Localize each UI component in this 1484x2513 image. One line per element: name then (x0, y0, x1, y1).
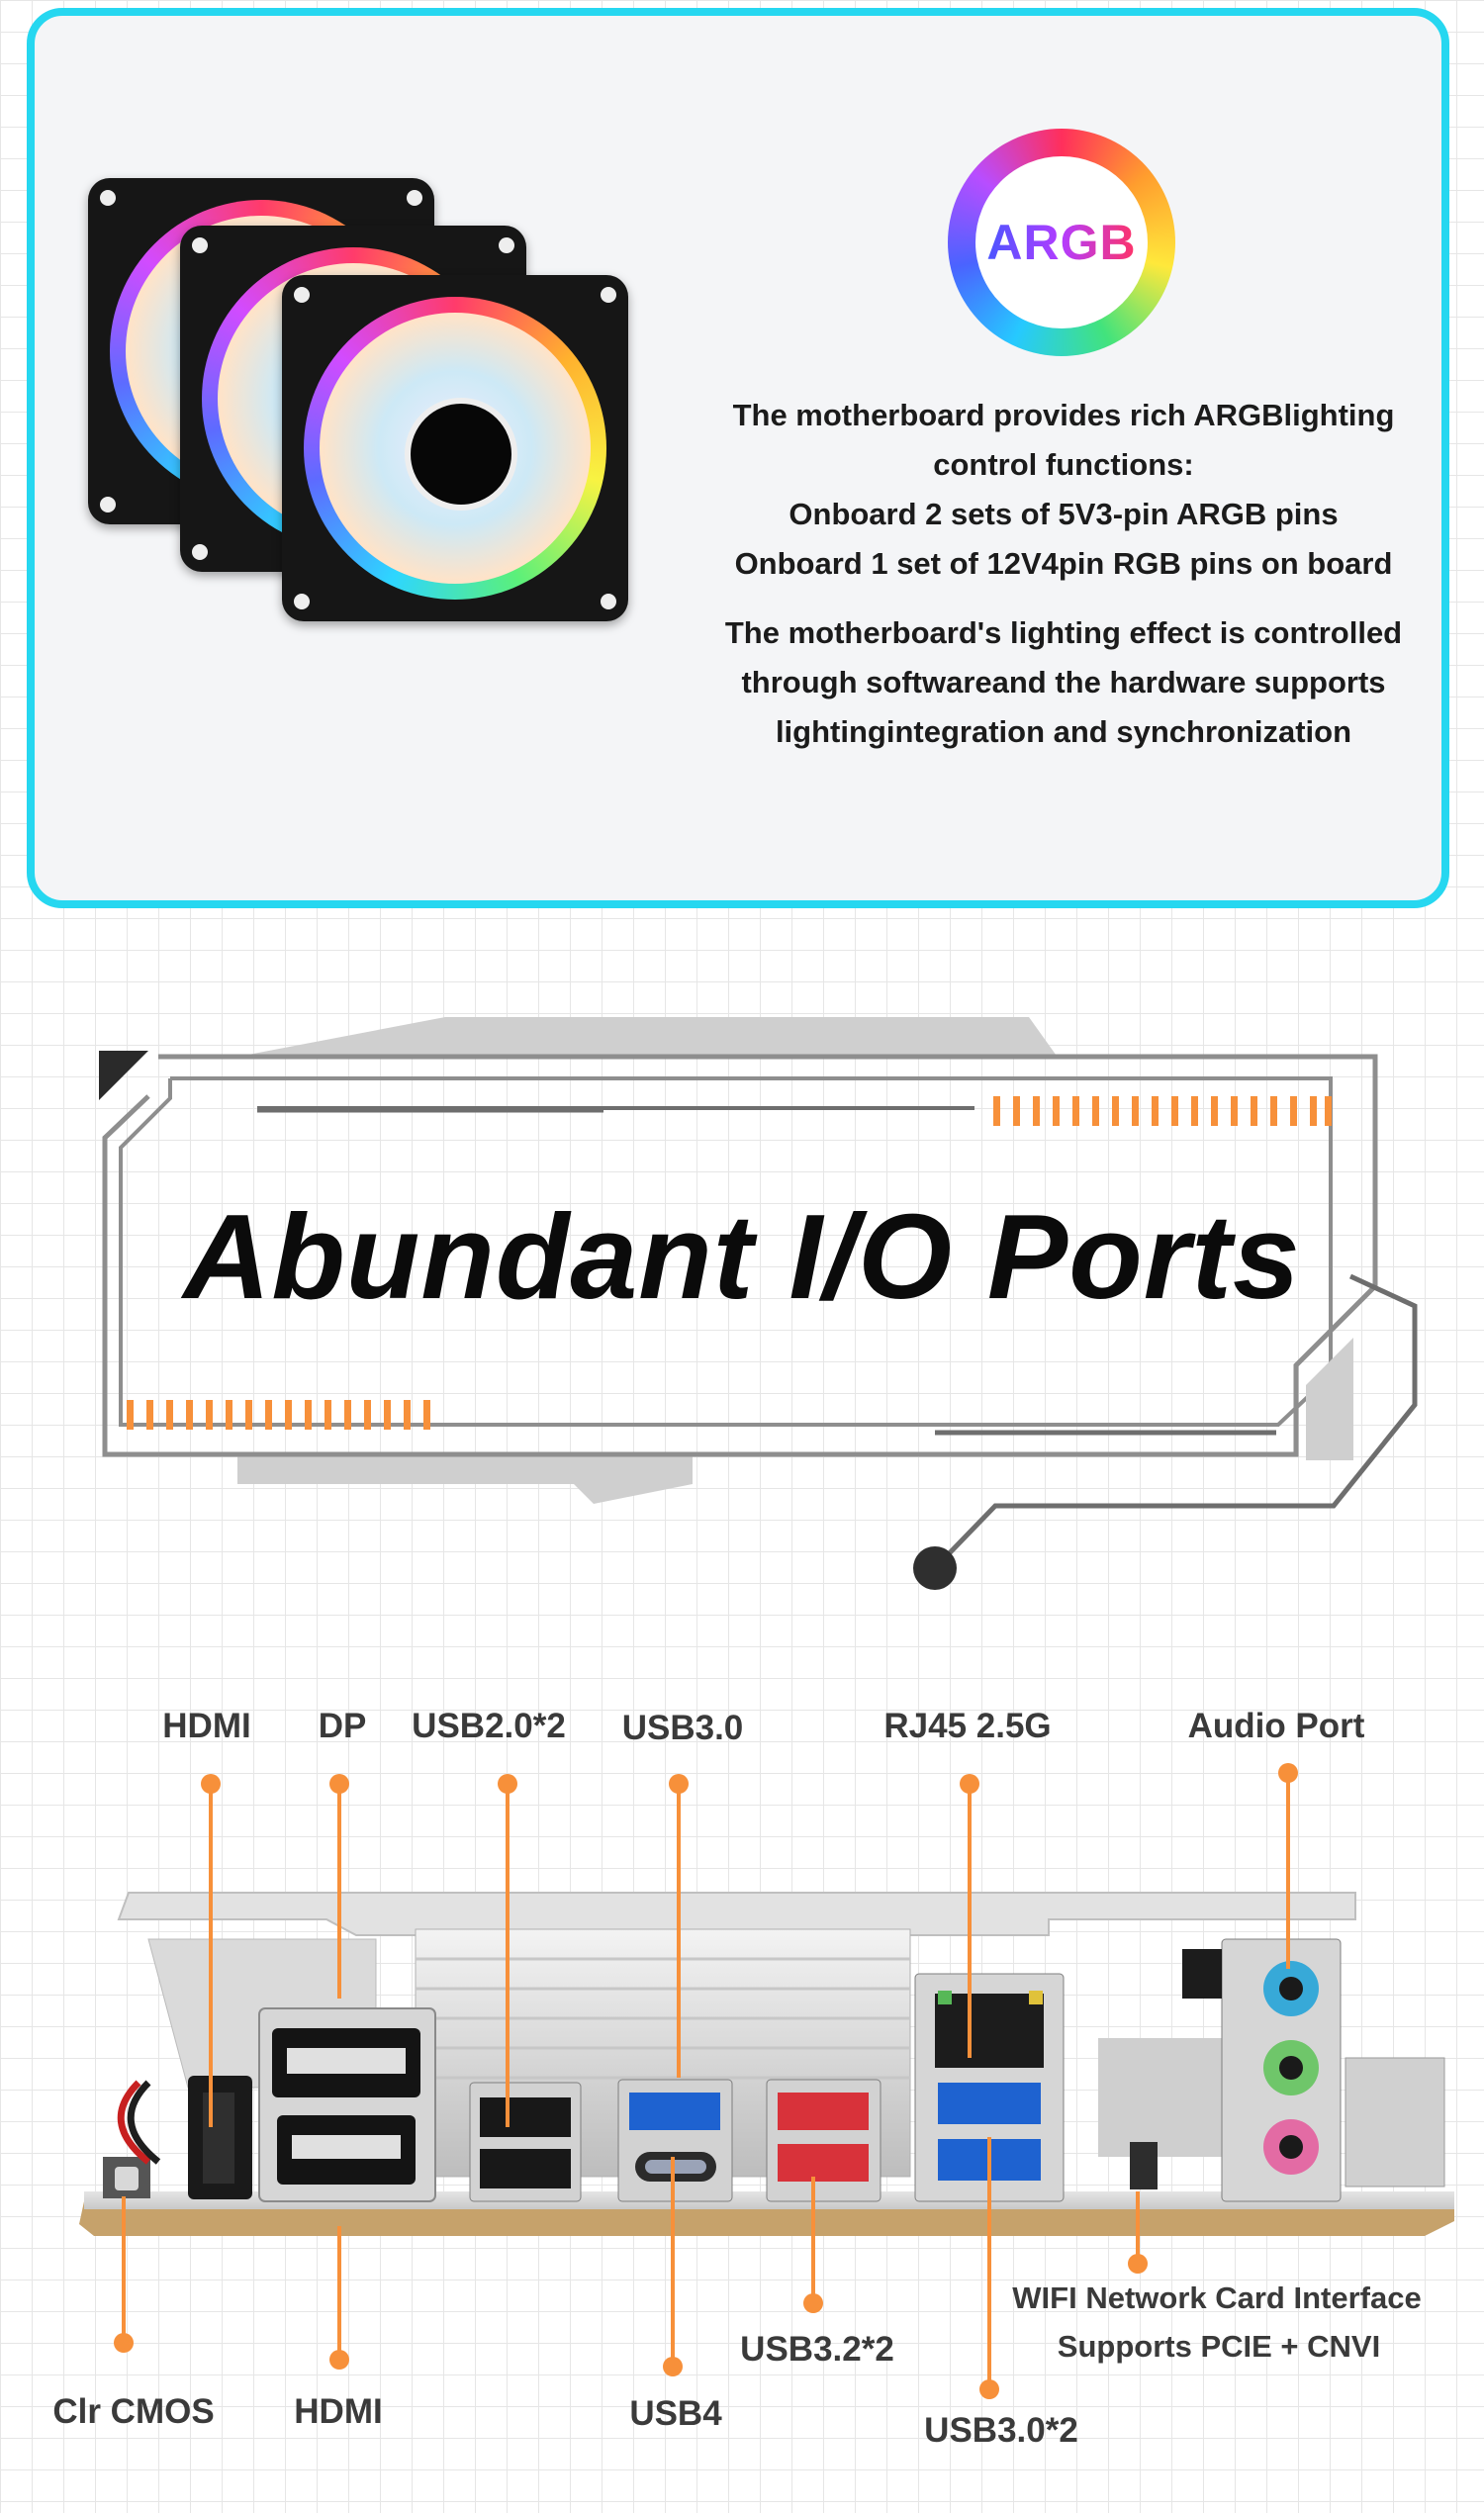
label-usb30: USB3.0 (621, 1709, 744, 1747)
label-hdmi-top: HDMI (162, 1707, 251, 1745)
rgb-fan-image (282, 275, 628, 621)
section-title: Abundant I/O Ports (183, 1189, 1301, 1324)
title-banner-frame (99, 1017, 1418, 1590)
argb-logo-text: ARGB (986, 215, 1137, 270)
argb-description-1: The motherboard provides rich ARGBlighti… (707, 391, 1420, 589)
label-usb30x2: USB3.0*2 (924, 2411, 1078, 2450)
text-line: Onboard 1 set of 12V4pin RGB pins on boa… (734, 546, 1393, 581)
text-line: lightingintegration and synchronization (775, 714, 1352, 749)
text-line: The motherboard's lighting effect is con… (724, 615, 1403, 650)
label-hdmi-bottom: HDMI (294, 2392, 383, 2431)
label-clr-cmos: Clr CMOS (52, 2392, 215, 2431)
label-rj45: RJ45 2.5G (883, 1707, 1052, 1745)
text-line: Onboard 2 sets of 5V3-pin ARGB pins (788, 497, 1339, 531)
label-wifi-line2: Supports PCIE + CNVI (1057, 2329, 1381, 2364)
label-usb32: USB3.2*2 (740, 2330, 894, 2369)
label-dp: DP (318, 1707, 367, 1745)
motherboard-io-image (79, 1892, 1454, 2236)
argb-description-2: The motherboard's lighting effect is con… (707, 608, 1420, 757)
label-wifi-line1: WIFI Network Card Interface (1012, 2280, 1422, 2315)
argb-logo: ARGB (948, 129, 1175, 356)
text-line: control functions: (933, 447, 1194, 482)
label-usb4: USB4 (629, 2394, 722, 2433)
label-audio-port: Audio Port (1187, 1707, 1365, 1745)
text-line: The motherboard provides rich ARGBlighti… (732, 398, 1395, 432)
label-usb20: USB2.0*2 (412, 1707, 566, 1745)
text-line: through softwareand the hardware support… (741, 665, 1386, 699)
